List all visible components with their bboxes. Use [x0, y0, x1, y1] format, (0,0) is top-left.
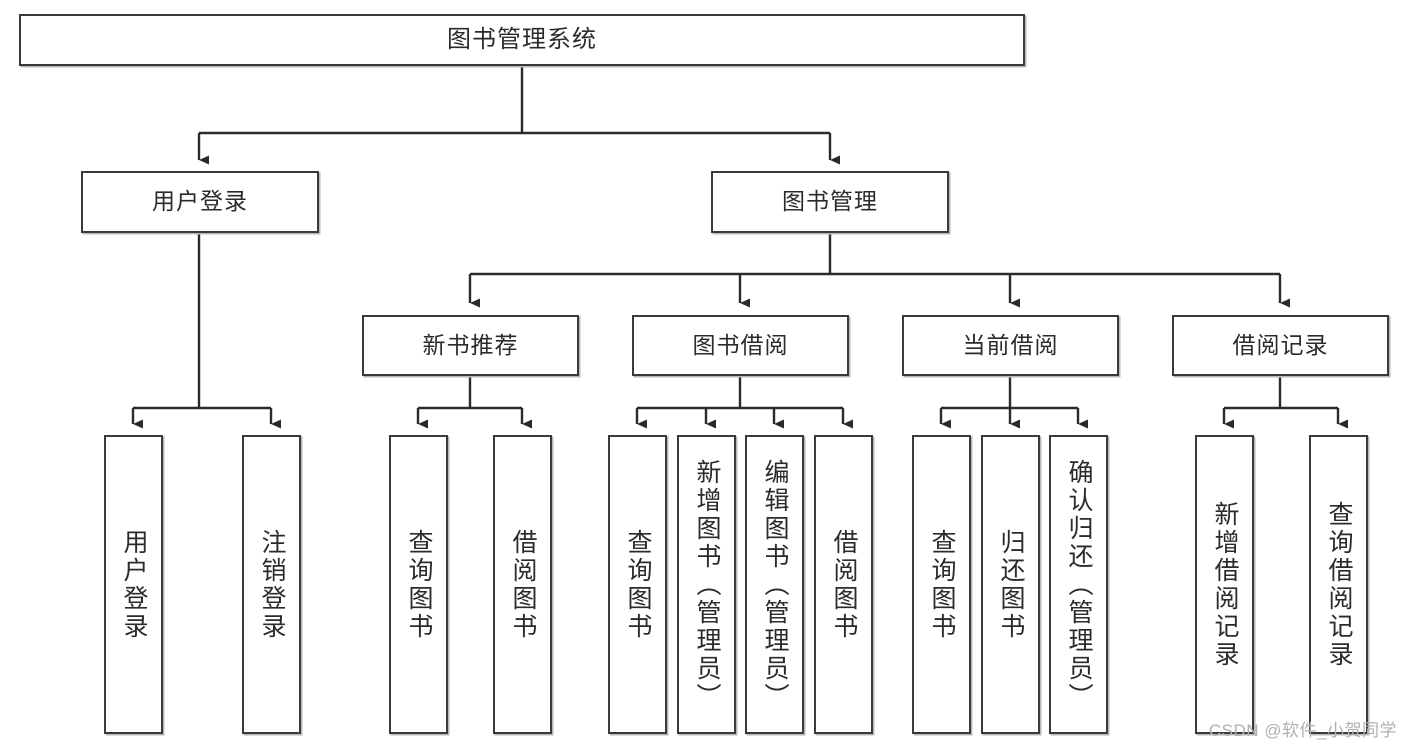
node-leaf-user-login[interactable]: 用户登录 — [104, 435, 163, 734]
node-leaf-add-book-admin[interactable]: 新增图书（管理员） — [677, 435, 736, 734]
node-leaf-edit-book-admin[interactable]: 编辑图书（管理员） — [745, 435, 804, 734]
node-label: 注销登录 — [258, 528, 286, 641]
node-leaf-confirm-return-admin[interactable]: 确认归还（管理员） — [1049, 435, 1108, 734]
node-label: 新书推荐 — [422, 331, 519, 358]
node-label: 图书管理系统 — [447, 25, 597, 53]
node-leaf-borrow-book-new[interactable]: 借阅图书 — [493, 435, 552, 734]
node-label: 借阅记录 — [1232, 331, 1329, 358]
node-label: 新增借阅记录 — [1211, 500, 1239, 669]
node-borrow-record[interactable]: 借阅记录 — [1172, 315, 1389, 376]
node-user-login[interactable]: 用户登录 — [81, 171, 319, 233]
node-label: 图书借阅 — [692, 331, 789, 358]
node-label: 借阅图书 — [830, 528, 858, 641]
node-label: 用户登录 — [152, 188, 248, 215]
node-leaf-query-borrow-record[interactable]: 查询借阅记录 — [1309, 435, 1368, 734]
node-book-borrow[interactable]: 图书借阅 — [632, 315, 849, 376]
node-root-book-management-system[interactable]: 图书管理系统 — [19, 14, 1025, 66]
node-leaf-query-book[interactable]: 查询图书 — [608, 435, 667, 734]
node-leaf-add-borrow-record[interactable]: 新增借阅记录 — [1195, 435, 1254, 734]
node-leaf-borrow-book[interactable]: 借阅图书 — [814, 435, 873, 734]
node-leaf-return-book[interactable]: 归还图书 — [981, 435, 1040, 734]
node-label: 查询借阅记录 — [1325, 500, 1353, 669]
node-label: 查询图书 — [928, 528, 956, 641]
node-label: 用户登录 — [120, 528, 148, 641]
node-leaf-query-book-new[interactable]: 查询图书 — [389, 435, 448, 734]
node-current-borrow[interactable]: 当前借阅 — [902, 315, 1119, 376]
node-book-management[interactable]: 图书管理 — [711, 171, 949, 233]
node-label: 当前借阅 — [962, 331, 1059, 358]
node-label: 图书管理 — [782, 188, 878, 215]
node-label: 新增图书（管理员） — [693, 458, 721, 711]
node-label: 查询图书 — [405, 528, 433, 641]
node-leaf-logout[interactable]: 注销登录 — [242, 435, 301, 734]
node-new-book-recommend[interactable]: 新书推荐 — [362, 315, 579, 376]
watermark-text: CSDN @软件_小贺同学 — [1208, 721, 1397, 740]
node-leaf-query-book-current[interactable]: 查询图书 — [912, 435, 971, 734]
node-label: 查询图书 — [624, 528, 652, 641]
node-label: 确认归还（管理员） — [1065, 458, 1093, 711]
node-label: 编辑图书（管理员） — [761, 458, 789, 711]
node-label: 归还图书 — [997, 528, 1025, 641]
node-label: 借阅图书 — [509, 528, 537, 641]
